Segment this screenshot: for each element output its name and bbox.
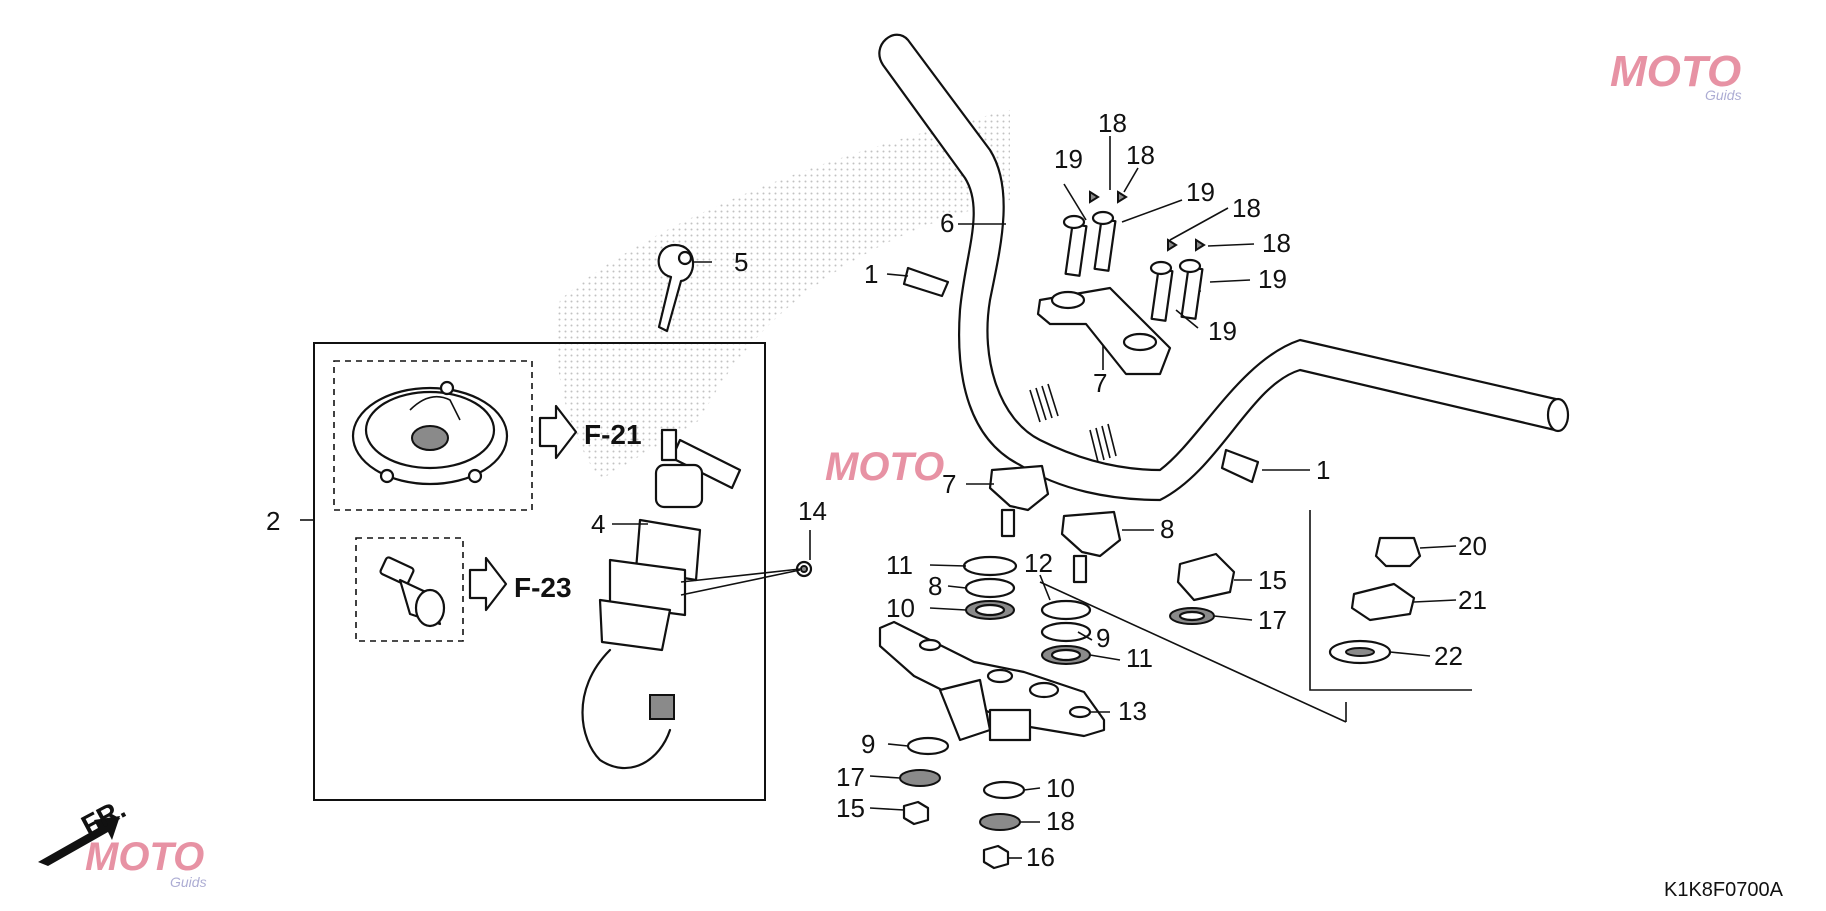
callout-17-left: 17 xyxy=(836,762,865,792)
seat-lock-part xyxy=(379,556,446,628)
svg-text:Guids: Guids xyxy=(1705,87,1742,103)
callout-10-left: 10 xyxy=(886,593,915,623)
watermark-logo-center: MOTO xyxy=(825,445,944,489)
inset-connector xyxy=(1039,581,1347,723)
callout-9-right: 10 xyxy=(1046,773,1075,803)
ref-arrow-f21: F-21 xyxy=(538,404,642,460)
lower-washers-left-part xyxy=(899,736,950,826)
callout-8-left: 8 xyxy=(928,571,942,601)
inset-box xyxy=(1309,510,1472,691)
callout-13: 14 xyxy=(798,496,827,526)
callout-15-left: 15 xyxy=(836,793,865,823)
callout-1-left: 1 xyxy=(864,259,878,289)
callout-4: 5 xyxy=(734,247,748,277)
callout-12: 13 xyxy=(1118,696,1147,726)
callout-2: 2 xyxy=(266,506,280,536)
callout-18-a: 18 xyxy=(1098,108,1127,138)
top-bridge-part xyxy=(878,620,1106,742)
callout-6: 7 xyxy=(1093,368,1107,398)
dotted-shading xyxy=(556,110,1010,480)
callout-19-c: 19 xyxy=(1258,264,1287,294)
lower-washers-right-part xyxy=(979,780,1026,870)
callout-1-right: 1 xyxy=(1316,455,1330,485)
front-label: FR. xyxy=(76,793,130,842)
callout-5: 6 xyxy=(940,208,954,238)
callout-8-right: 9 xyxy=(1096,623,1110,653)
washers-right-part xyxy=(1040,599,1092,665)
clamp-1-right-part xyxy=(1220,448,1260,484)
grip-knurl-2 xyxy=(1089,423,1117,463)
callout-7-left: 7 xyxy=(942,469,956,499)
callout-14: 15 xyxy=(1258,565,1287,595)
lead-lines xyxy=(300,136,1457,859)
watermark-logo-bottom-left: MOTO Guids xyxy=(85,835,207,890)
key-part xyxy=(657,243,695,333)
callout-labels: 2 4 5 1 6 7 7 8 11 8 10 12 9 11 13 14 15… xyxy=(266,108,1487,872)
holder-bolts-part xyxy=(1062,190,1206,322)
callout-18-d: 18 xyxy=(1262,228,1291,258)
svg-text:MOTO: MOTO xyxy=(825,445,944,489)
callout-11-right: 12 xyxy=(1024,548,1053,578)
callout-19-b: 19 xyxy=(1186,177,1215,207)
clamp-1-left-part xyxy=(902,266,950,298)
svg-text:MOTO: MOTO xyxy=(85,835,204,879)
handlebar-part xyxy=(878,33,1570,502)
callout-20: 20 xyxy=(1458,531,1487,561)
kit-box xyxy=(313,342,766,801)
callout-17-right: 18 xyxy=(1046,806,1075,836)
inset-parts xyxy=(1328,536,1422,665)
washers-left-part xyxy=(962,555,1018,620)
callout-19-d: 19 xyxy=(1208,316,1237,346)
callout-19-a: 19 xyxy=(1054,144,1083,174)
ref-arrow-f23: F-23 xyxy=(468,556,572,612)
cap-nut-part xyxy=(1169,552,1236,625)
callout-7-right: 8 xyxy=(1160,514,1174,544)
callout-15-right: 16 xyxy=(1026,842,1055,872)
callout-22: 22 xyxy=(1434,641,1463,671)
ref-f21-label: F-21 xyxy=(584,419,642,450)
callout-10-right: 11 xyxy=(1126,643,1153,673)
callout-18-b: 18 xyxy=(1126,140,1155,170)
lower-holder-1-part xyxy=(988,464,1050,538)
seat-lock-dashed-box xyxy=(355,537,464,642)
fuel-cap-part xyxy=(351,380,509,486)
watermark-logo-top-right: MOTO Guids xyxy=(1610,47,1742,103)
callout-11-left: 11 xyxy=(886,550,913,580)
callout-21: 21 xyxy=(1458,585,1487,615)
grip-knurl-1 xyxy=(1029,383,1059,423)
callout-3: 4 xyxy=(591,509,605,539)
svg-text:Guids: Guids xyxy=(170,874,207,890)
diagram-code: K1K8F0700A xyxy=(1664,879,1784,901)
svg-text:MOTO: MOTO xyxy=(1610,47,1741,96)
lower-holder-2-part xyxy=(1060,510,1122,584)
upper-holder-part xyxy=(1036,286,1172,376)
callout-16: 17 xyxy=(1258,605,1287,635)
ref-f23-label: F-23 xyxy=(514,572,572,603)
callout-18-c: 18 xyxy=(1232,193,1261,223)
ignition-switch-part xyxy=(581,428,742,770)
callout-9-left: 9 xyxy=(861,729,875,759)
fuel-cap-dashed-box xyxy=(333,360,533,511)
